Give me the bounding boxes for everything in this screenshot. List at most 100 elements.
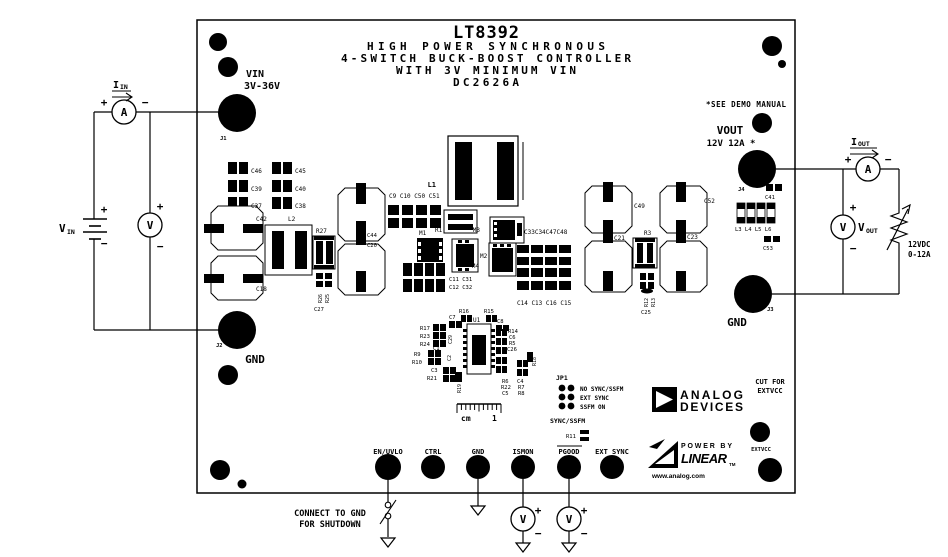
adi-logo-text-2: DEVICES bbox=[680, 400, 743, 414]
iin-sub: IN bbox=[120, 83, 128, 91]
refdes: C9 C10 C50 C51 bbox=[389, 193, 440, 200]
r11-parts bbox=[580, 430, 589, 441]
mosfet-m4 bbox=[488, 242, 517, 277]
refdes: C39 bbox=[251, 186, 262, 193]
jp1-option-2: EXT SYNC bbox=[580, 395, 609, 402]
see-demo-manual-note: *SEE DEMO MANUAL bbox=[706, 100, 786, 109]
input-cap-bank bbox=[228, 162, 292, 209]
cap-grid-c14-c15 bbox=[517, 245, 571, 290]
vin-source-sub: IN bbox=[67, 228, 75, 236]
gnd-out-silk-label: GND bbox=[727, 316, 747, 329]
refdes: R21 bbox=[427, 376, 437, 382]
input-circuit-wires bbox=[93, 111, 225, 331]
refdes: C27 bbox=[314, 307, 324, 313]
refdes: R27 bbox=[316, 228, 327, 235]
pad-labels: EN/UVLO CTRL GND ISMON PGOOD EXT SYNC bbox=[373, 445, 629, 456]
refdes: R16 bbox=[459, 309, 469, 315]
board-labels: VIN 3V-36V VOUT 12V 12A * GND GND J1 J2 … bbox=[216, 69, 786, 453]
iin-arrow bbox=[125, 92, 133, 102]
c53-parts bbox=[764, 236, 780, 242]
refdes: C25 bbox=[641, 310, 651, 316]
refdes: R13 bbox=[651, 298, 657, 307]
refdes: C2 bbox=[447, 355, 453, 361]
refdes: C46 bbox=[251, 168, 262, 175]
refdes: C49 bbox=[634, 203, 645, 210]
minus-mark: − bbox=[142, 96, 149, 109]
refdes: C26 bbox=[507, 347, 517, 353]
refdes: L2 bbox=[288, 216, 296, 223]
resistor-r27 bbox=[312, 235, 336, 270]
gnd-in-silk-label: GND bbox=[245, 353, 265, 366]
refdes: M4 bbox=[472, 263, 480, 270]
refdes: R17 bbox=[420, 326, 430, 332]
title-line-3: WITH 3V MINIMUM VIN bbox=[396, 64, 576, 77]
shutdown-note-2: FOR SHUTDOWN bbox=[299, 520, 360, 530]
refdes: R7 bbox=[518, 385, 525, 391]
plus-mark: + bbox=[535, 504, 542, 517]
mosfet-m3 bbox=[489, 216, 525, 244]
refdes: R6 bbox=[502, 379, 509, 385]
vin-source-label: V bbox=[59, 222, 66, 235]
ext-sync-label: EXT SYNC bbox=[595, 448, 629, 456]
resistor-r3 bbox=[632, 237, 658, 269]
output-inductors-l3-l6 bbox=[736, 202, 776, 224]
tm-mark: TM bbox=[729, 462, 736, 467]
refdes: R14 bbox=[508, 329, 519, 335]
r12-r13-c25-parts bbox=[640, 273, 654, 294]
minus-mark: − bbox=[850, 242, 857, 255]
refdes-labels: C46 C39 C37 C45 C40 C38 C42 C18 L2 R27 R… bbox=[251, 168, 775, 440]
en-uvlo-label: EN/UVLO bbox=[373, 448, 403, 456]
refdes: C4 bbox=[517, 379, 524, 385]
input-ammeter-circle bbox=[111, 99, 137, 125]
refdes: C11 C31 bbox=[449, 277, 472, 283]
jack-vin bbox=[218, 94, 256, 132]
linear-text: LINEAR bbox=[681, 451, 728, 466]
pgood-voltmeter-circle bbox=[556, 506, 582, 532]
iout-sub: OUT bbox=[858, 140, 870, 148]
jp1-option-1: NO SYNC/SSFM bbox=[580, 386, 624, 393]
ctrl-label: CTRL bbox=[425, 448, 442, 456]
cut-for-extvcc-2: EXTVCC bbox=[757, 387, 782, 395]
pgood-voltmeter-label: V bbox=[566, 513, 573, 526]
iout-arrow bbox=[871, 149, 879, 159]
output-voltmeter-circle bbox=[830, 214, 856, 240]
bulk-caps-c42-c18 bbox=[204, 205, 264, 301]
pad-ismon bbox=[511, 455, 535, 479]
vout-rating-label: 12V 12A * bbox=[707, 139, 756, 149]
plus-mark: + bbox=[581, 504, 588, 517]
ismon-label: ISMON bbox=[512, 448, 533, 456]
j4-label: J4 bbox=[738, 187, 745, 193]
inductor-l1 bbox=[447, 135, 524, 207]
refdes: R9 bbox=[414, 352, 421, 358]
input-ammeter-label: A bbox=[121, 106, 128, 119]
refdes: R1 bbox=[435, 227, 443, 234]
refdes: R5 bbox=[509, 341, 516, 347]
refdes: C18 bbox=[256, 286, 267, 293]
pad-pgood bbox=[557, 455, 581, 479]
jack-gnd-in bbox=[218, 311, 256, 349]
meters: A V A V V V bbox=[111, 99, 881, 532]
mounting-holes bbox=[209, 33, 786, 489]
refdes: C3 bbox=[431, 368, 438, 374]
refdes: R25 bbox=[325, 294, 331, 303]
refdes: C21 bbox=[614, 235, 625, 242]
refdes: C8 bbox=[497, 319, 504, 325]
power-by-text: POWER BY bbox=[681, 443, 732, 450]
plus-mark: + bbox=[157, 200, 164, 213]
ruler-mark: 1 bbox=[492, 414, 497, 423]
minus-mark: − bbox=[157, 240, 164, 253]
jp1-caption: SYNC/SSFM bbox=[550, 417, 585, 425]
pad-ext-sync bbox=[600, 455, 624, 479]
current-flow-labels: I IN I OUT bbox=[112, 80, 879, 159]
refdes: M3 bbox=[473, 227, 481, 234]
external-text: V IN V OUT 12VDC 0-12A CONNECT TO GND FO… bbox=[59, 221, 931, 530]
refdes: C33C34C47C48 bbox=[524, 229, 568, 236]
cap-grid-c11-c32 bbox=[403, 263, 445, 292]
refdes: C42 bbox=[256, 216, 267, 223]
refdes: R23 bbox=[420, 334, 430, 340]
cap-row-c9-c51 bbox=[388, 205, 441, 228]
jp1-jumper: JP1 NO SYNC/SSFM EXT SYNC SSFM ON SYNC/S… bbox=[550, 374, 624, 425]
ruler-scale bbox=[456, 403, 502, 413]
shutdown-switch bbox=[379, 499, 397, 525]
ismon-voltmeter-label: V bbox=[520, 513, 527, 526]
